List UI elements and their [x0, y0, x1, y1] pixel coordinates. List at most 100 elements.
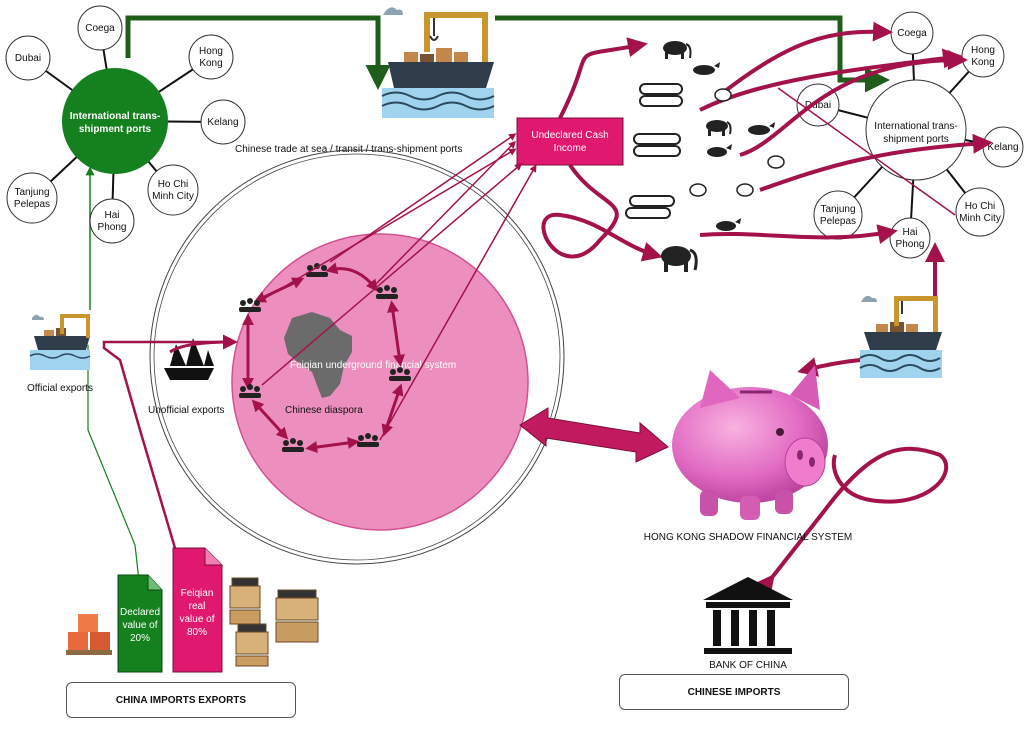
people-group-icon: [389, 367, 411, 381]
china-imports-exports-label: CHINA IMPORTS EXPORTS: [115, 694, 247, 706]
africa-map-icon: [284, 312, 352, 398]
flow-feiqian-doc: [102, 340, 235, 593]
svg-text:Kong: Kong: [199, 58, 222, 69]
junk-boat-icon: [164, 338, 214, 380]
wildlife-flow-arrows: [541, 21, 993, 596]
right-port-kelang: Kelang: [982, 126, 1024, 168]
left-port-kelang: Kelang: [200, 99, 246, 145]
green-flow-ship-to-right-hub: [495, 15, 890, 93]
svg-text:Minh City: Minh City: [152, 191, 194, 202]
svg-text:Pelepas: Pelepas: [14, 199, 50, 210]
svg-text:Tanjung: Tanjung: [820, 204, 855, 215]
crane-icon: [424, 12, 488, 62]
svg-text:value of: value of: [122, 620, 157, 631]
left-port-ho-chi-minh: Ho Chi Minh City: [147, 164, 199, 216]
svg-text:Dubai: Dubai: [805, 100, 831, 111]
svg-text:20%: 20%: [130, 633, 150, 644]
undeclared-cash-line2: Income: [554, 143, 587, 154]
svg-text:Hong: Hong: [199, 46, 223, 57]
svg-text:Hai: Hai: [902, 227, 917, 238]
flow-to-diaspora: [169, 334, 238, 354]
left-port-tanjung-pelepas: Tanjung Pelepas: [6, 172, 58, 224]
svg-text:Kelang: Kelang: [207, 117, 238, 128]
people-group-icon: [282, 438, 304, 452]
people-group-icon: [239, 298, 261, 312]
undeclared-cash-box: [516, 117, 624, 166]
left-hub-title-line1: International trans-: [70, 111, 161, 122]
feiqian-disc: [231, 233, 529, 531]
svg-text:Declared: Declared: [120, 607, 160, 618]
rhino-icon: [716, 218, 741, 231]
right-port-hai-phong: Hai Phong: [889, 217, 931, 259]
left-port-dubai: Dubai: [5, 35, 51, 81]
people-group-icon: [239, 384, 261, 398]
right-hub-title-line2: shipment ports: [883, 134, 949, 145]
chinese-imports-box: CHINESE IMPORTS: [619, 674, 849, 710]
timber-logs-icon: [625, 83, 683, 219]
crane-icon: [894, 296, 938, 332]
svg-text:Hong: Hong: [971, 45, 995, 56]
right-port-hong-kong: Hong Kong: [961, 34, 1005, 78]
rhino-icon: [693, 62, 720, 75]
cargo-ship-icon: [859, 295, 942, 378]
chinese-imports-label: CHINESE IMPORTS: [687, 686, 781, 698]
outer-ring-inner: [153, 153, 561, 561]
piggy-bank-icon: [672, 365, 828, 520]
turtle-icon: [689, 88, 785, 197]
svg-text:Kong: Kong: [971, 57, 994, 68]
bank-of-china-label: BANK OF CHINA: [709, 660, 787, 671]
crane-icon: [60, 314, 90, 338]
thin-line-to-right-hub: [777, 87, 956, 216]
left-port-coega: Coega: [77, 5, 123, 51]
svg-text:Tanjung: Tanjung: [14, 187, 49, 198]
feiqian-label: Feiqian underground financial system: [290, 360, 456, 371]
rhino-icon: [707, 144, 732, 157]
unofficial-exports-label: Unofficial exports: [148, 405, 225, 416]
left-port-hai-phong: Hai Phong: [89, 198, 135, 244]
svg-text:Hai: Hai: [104, 210, 119, 221]
green-thin-line-to-declared: [87, 345, 141, 591]
green-flow-to-ship: [125, 15, 391, 90]
diaspora-label: Chinese diaspora: [285, 405, 363, 416]
svg-text:real: real: [189, 601, 206, 612]
hk-shadow-label: HONG KONG SHADOW FINANCIAL SYSTEM: [644, 532, 853, 543]
rhino-icon: [748, 122, 775, 135]
bank-icon: [703, 577, 793, 654]
svg-text:Phong: Phong: [98, 222, 127, 233]
right-port-ho-chi-minh: Ho Chi Minh City: [955, 187, 1005, 237]
svg-text:Dubai: Dubai: [15, 53, 41, 64]
double-arrow-feiqian-hk: [519, 407, 669, 463]
crates-icon: [229, 577, 319, 667]
svg-text:Feiqian: Feiqian: [181, 588, 214, 599]
left-hub-circle: [62, 68, 168, 174]
cargo-ship-icon: [381, 7, 495, 118]
svg-text:Kelang: Kelang: [987, 142, 1018, 153]
outer-ring: [149, 149, 565, 565]
china-imports-exports-box: CHINA IMPORTS EXPORTS: [66, 682, 296, 718]
svg-text:Coega: Coega: [897, 28, 927, 39]
right-port-tanjung-pelepas: Tanjung Pelepas: [813, 190, 863, 240]
declared-value-document: Declared value of 20%: [117, 574, 163, 673]
svg-text:Phong: Phong: [896, 239, 925, 250]
svg-text:value of: value of: [179, 614, 214, 625]
people-group-icon: [357, 433, 379, 447]
left-hub-title-line2: shipment ports: [79, 124, 152, 135]
elephant-icon: [663, 41, 692, 59]
sea-trade-label: Chinese trade at sea / transit / trans-s…: [235, 144, 462, 155]
svg-text:Ho Chi: Ho Chi: [965, 201, 996, 212]
diaspora-to-cash-lines: [261, 133, 537, 441]
elephant-icon: [706, 120, 732, 136]
feiqian-real-value-document: Feiqian real value of 80%: [172, 547, 223, 673]
undeclared-cash-line1: Undeclared Cash: [531, 130, 608, 141]
official-exports-label: Official exports: [27, 383, 93, 394]
svg-text:Coega: Coega: [85, 23, 115, 34]
svg-text:Minh City: Minh City: [959, 213, 1001, 224]
people-group-icon: [376, 285, 398, 299]
left-port-hong-kong: Hong Kong: [188, 34, 234, 80]
right-hub-title-line1: International trans-: [874, 121, 957, 132]
right-port-coega: Coega: [890, 11, 934, 55]
crates-icon: [66, 614, 112, 655]
svg-text:Pelepas: Pelepas: [820, 216, 856, 227]
